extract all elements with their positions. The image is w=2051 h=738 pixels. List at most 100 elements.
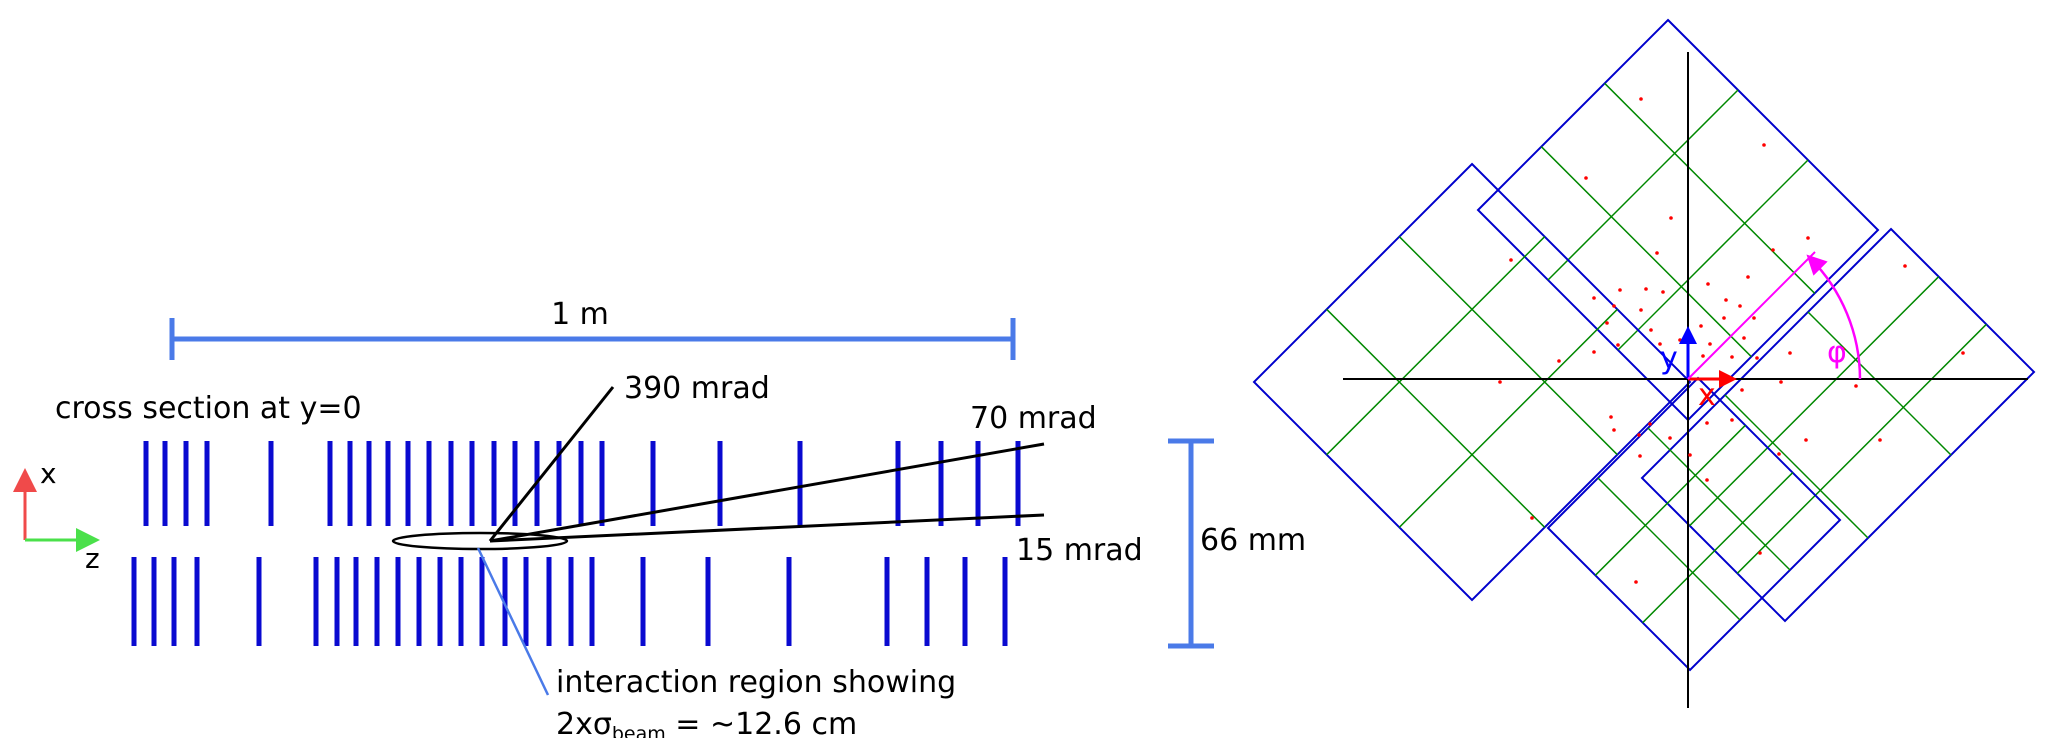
hit-point-36 — [1498, 380, 1502, 384]
hit-points — [1498, 97, 1965, 584]
module-top-grid-b1 — [1604, 82, 1816, 294]
hit-point-9 — [1746, 275, 1750, 279]
axis-x-label: x — [40, 457, 57, 490]
phi-arc — [1806, 254, 1862, 380]
hit-point-4 — [1669, 216, 1673, 220]
hit-point-7 — [1771, 248, 1775, 252]
hit-point-12 — [1661, 290, 1665, 294]
acceptance-lines — [488, 386, 1045, 543]
hit-point-17 — [1724, 298, 1728, 302]
y-axis-label: y — [1660, 341, 1678, 376]
hit-point-41 — [1903, 264, 1907, 268]
hit-point-43 — [1612, 428, 1616, 432]
module-right-grid-b1 — [1807, 311, 1952, 456]
module-right-outline — [1640, 227, 2036, 623]
axis-z-label: z — [85, 542, 100, 575]
hit-point-29 — [1557, 359, 1561, 363]
hit-point-14 — [1592, 296, 1596, 300]
hit-point-10 — [1618, 288, 1622, 292]
hit-point-57 — [1758, 551, 1762, 555]
module-left-grid-b1 — [1398, 236, 1618, 456]
hit-point-6 — [1509, 258, 1513, 262]
module-top-grid-b2 — [1540, 146, 1752, 358]
hit-point-50 — [1638, 454, 1642, 458]
hit-point-27 — [1616, 343, 1620, 347]
module-right-grid-b2 — [1724, 394, 1869, 539]
station-row-upper — [143, 441, 1021, 526]
cross-section-title: cross section at y=0 — [55, 391, 362, 426]
hit-point-21 — [1649, 328, 1653, 332]
hit-point-56 — [1634, 580, 1638, 584]
line-70-mrad — [489, 442, 1045, 543]
module-bottom-grid-b1 — [1647, 427, 1791, 571]
hit-point-49 — [1688, 453, 1692, 457]
line-15-mrad — [489, 513, 1045, 543]
hit-point-13 — [1706, 282, 1710, 286]
hit-point-18 — [1738, 304, 1742, 308]
hit-point-31 — [1701, 354, 1705, 358]
xz-axes — [12, 468, 100, 552]
scale-bar-label: 1 m — [551, 297, 609, 332]
hit-point-5 — [1655, 251, 1659, 255]
hit-point-30 — [1592, 350, 1596, 354]
hit-point-33 — [1755, 356, 1759, 360]
label-70-mrad: 70 mrad — [970, 401, 1097, 436]
hit-point-23 — [1752, 316, 1756, 320]
hit-point-38 — [1779, 380, 1783, 384]
hit-point-47 — [1705, 421, 1709, 425]
hit-point-8 — [1806, 236, 1810, 240]
hit-point-24 — [1678, 338, 1682, 342]
height-bar-label: 66 mm — [1200, 523, 1306, 558]
front-view-panel: x y φ — [1252, 18, 2036, 708]
hit-point-44 — [1648, 422, 1652, 426]
label-390-mrad: 390 mrad — [624, 371, 770, 406]
label-15-mrad: 15 mrad — [1016, 533, 1143, 568]
cross-section-panel: 1 m cross section at y=0 x z 390 mrad 70… — [12, 297, 1306, 738]
module-top-grid-a2 — [1617, 159, 1809, 351]
height-bar-66mm — [1168, 438, 1214, 649]
hit-point-19 — [1699, 324, 1703, 328]
phi-label: φ — [1827, 335, 1847, 370]
line-390-mrad — [488, 386, 615, 542]
hit-point-15 — [1612, 304, 1616, 308]
hit-point-53 — [1804, 438, 1808, 442]
hit-point-42 — [1609, 415, 1613, 419]
module-right-grid-a1 — [1689, 276, 1940, 527]
x-axis-label: x — [1698, 378, 1716, 413]
hit-point-16 — [1639, 308, 1643, 312]
module-bottom-outline — [1546, 376, 1842, 672]
hit-point-54 — [1878, 438, 1882, 442]
hit-point-25 — [1708, 342, 1712, 346]
module-left-grid-b2 — [1326, 308, 1546, 528]
hit-point-51 — [1705, 478, 1709, 482]
sensor-modules — [1252, 18, 2036, 672]
hit-point-26 — [1742, 336, 1746, 340]
hit-point-1 — [1639, 97, 1643, 101]
hit-point-35 — [1841, 347, 1845, 351]
hit-point-52 — [1777, 452, 1781, 456]
hit-point-55 — [1530, 516, 1534, 520]
hit-point-32 — [1730, 355, 1734, 359]
hit-point-28 — [1658, 342, 1662, 346]
hit-point-3 — [1584, 176, 1588, 180]
hit-point-22 — [1722, 316, 1726, 320]
module-top-outline — [1476, 18, 1880, 422]
interaction-caption-line1: interaction region showing — [556, 665, 956, 700]
hit-point-11 — [1644, 287, 1648, 291]
hit-point-37 — [1740, 388, 1744, 392]
module-bottom-grid-a1 — [1594, 424, 1746, 576]
hit-point-48 — [1730, 418, 1734, 422]
scale-bar-1m — [169, 318, 1016, 360]
hit-point-34 — [1788, 351, 1792, 355]
module-left-grid-a2 — [1398, 308, 1618, 528]
module-bottom-grid-b2 — [1597, 477, 1741, 621]
hit-point-2 — [1762, 143, 1766, 147]
module-right-grid-a2 — [1736, 323, 1987, 574]
phi-ray — [1687, 251, 1816, 380]
interaction-caption-line2: 2xσbeam = ~12.6 cm — [556, 707, 857, 738]
hit-point-20 — [1605, 321, 1609, 325]
hit-point-45 — [1637, 433, 1641, 437]
hit-point-39 — [1854, 384, 1858, 388]
station-row-lower — [131, 557, 1008, 646]
